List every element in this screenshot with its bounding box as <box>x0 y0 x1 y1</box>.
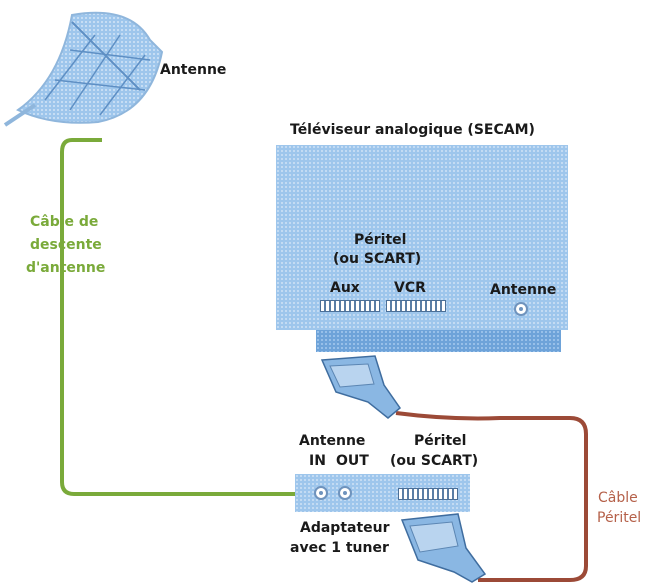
adapter-in-label: IN <box>309 453 326 469</box>
tv-peritel-label-2: (ou SCART) <box>333 251 422 267</box>
tv-title: Téléviseur analogique (SECAM) <box>290 122 535 138</box>
tv-body <box>276 145 568 330</box>
peritel-cable-label-2: Péritel <box>597 510 642 526</box>
antenna-cable-label-2: descente <box>30 237 102 253</box>
antenna-cable-label-3: d'antenne <box>26 260 106 276</box>
adapter-out-label: OUT <box>336 453 369 469</box>
antenna-cable-label-1: Câble de <box>30 214 99 230</box>
adapter-peritel-label-1: Péritel <box>414 433 467 449</box>
tv-antenna-jack <box>514 302 528 316</box>
tv-vcr-port <box>386 300 446 312</box>
tv-antenna-label: Antenne <box>490 282 557 298</box>
antenna-dish <box>3 11 164 127</box>
peritel-cable-label-1: Câble <box>598 490 638 506</box>
tv-aux-port <box>320 300 380 312</box>
adapter-antenna-label: Antenne <box>299 433 366 449</box>
tv-vcr-label: VCR <box>394 280 426 296</box>
tv-peritel-label-1: Péritel <box>354 232 407 248</box>
adapter-in-jack <box>314 486 328 500</box>
adapter-label-2: avec 1 tuner <box>290 540 389 556</box>
tv-scart-plug <box>320 355 402 419</box>
peritel-cable <box>395 411 588 582</box>
tv-base <box>316 330 561 352</box>
adapter-peritel-port <box>398 488 458 500</box>
adapter-out-jack <box>338 486 352 500</box>
adapter-peritel-label-2: (ou SCART) <box>390 453 479 469</box>
adapter-label-1: Adaptateur <box>300 520 390 536</box>
adapter-scart-plug <box>400 513 487 583</box>
antenna-cable <box>60 138 316 496</box>
tv-aux-label: Aux <box>330 280 360 296</box>
antenna-label: Antenne <box>160 62 227 78</box>
